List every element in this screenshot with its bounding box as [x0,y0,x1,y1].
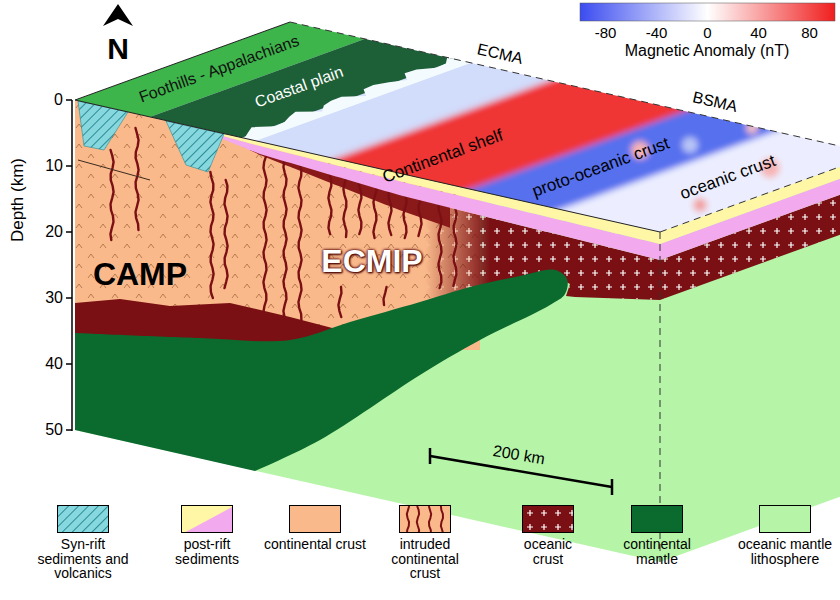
legend-text: post-rift sediments [171,537,243,566]
legend-swatch [631,505,683,533]
colorbar [580,3,835,21]
legend-text: Syn-rift sediments and volcanics [35,537,131,581]
anomaly-label: ECMA [476,40,525,67]
north-arrow [103,4,133,26]
province-label: ECMIP [321,244,422,279]
dike [283,155,286,335]
colorbar-tick: -40 [646,25,668,42]
legend-entry: oceanic crust [516,505,580,566]
legend-swatch [522,505,574,533]
axis-tick [66,231,72,233]
colorbar-title: Magnetic Anomaly (nT) [625,42,790,60]
depth-tick: 10 [45,157,63,175]
legend-text: intruded continental crust [383,537,467,581]
legend-sample [181,505,233,533]
legend-text: oceanic crust [516,537,580,566]
colorbar-tick: 40 [750,25,767,42]
region-label: Continental shelf [380,127,505,188]
depth-tick: 20 [45,223,63,241]
axis-tick [66,297,72,299]
legend-entry: post-rift sediments [171,505,243,566]
depth-tick: 50 [45,421,63,439]
anomaly-spot [807,192,823,208]
axis-tick [66,429,72,431]
legend-entry: Syn-rift sediments and volcanics [35,505,131,581]
dike [110,150,113,240]
dike [224,180,227,288]
region-label: Coastal plain [253,63,346,111]
legend-entry: continental crust [259,505,371,552]
colorbar-tick: -80 [595,25,617,42]
anomaly-band [539,124,840,294]
colorbar-tick: 80 [801,25,818,42]
magnetic-map [54,14,840,294]
axis-tick [66,165,72,167]
dike [298,158,301,332]
region-label: oceanic crust [678,152,779,204]
legend-sample [57,505,109,533]
coastline [227,54,482,145]
depth-tick: 0 [54,91,63,109]
anomaly-spot [746,122,758,134]
legend-swatch [289,505,341,533]
coastal-plain-region [129,31,479,145]
dike [210,172,213,298]
legend-entry: continental mantle [615,505,699,566]
depth-tick: 40 [45,355,63,373]
legend-text: oceanic mantle lithosphere [733,537,837,566]
legend-entry: oceanic mantle lithosphere [733,505,837,566]
colorbar-tick: 0 [703,25,711,42]
anomaly-label: BSMA [691,88,739,115]
dike [135,128,138,230]
legend-sample [399,505,451,533]
scale-bar [429,448,432,464]
scale-bar [611,479,614,495]
axis-tick [66,363,72,365]
anomaly-spot [693,198,707,212]
region-label: proto-oceanic crust [530,134,672,201]
north-label: N [107,32,129,65]
dike [263,150,266,330]
legend-entry: intruded continental crust [383,505,467,581]
axis-tick [66,99,72,101]
dike [338,287,341,317]
fault-line [78,160,150,180]
legend-text: continental mantle [615,537,699,566]
legend-swatch [759,505,811,533]
block-edge [75,100,660,232]
dike [384,287,387,305]
axis-title: Depth (km) [9,158,28,242]
continental-mantle [75,270,568,471]
anomaly-spot [682,137,698,153]
scale-label: 200 km [492,442,547,468]
swatch-pattern [523,506,573,532]
block-edge [290,22,840,154]
province-label: CAMP [93,257,187,292]
depth-tick: 30 [45,289,63,307]
block-edges [66,22,840,562]
legend-text: continental crust [259,537,371,552]
depth-axis [71,100,73,431]
